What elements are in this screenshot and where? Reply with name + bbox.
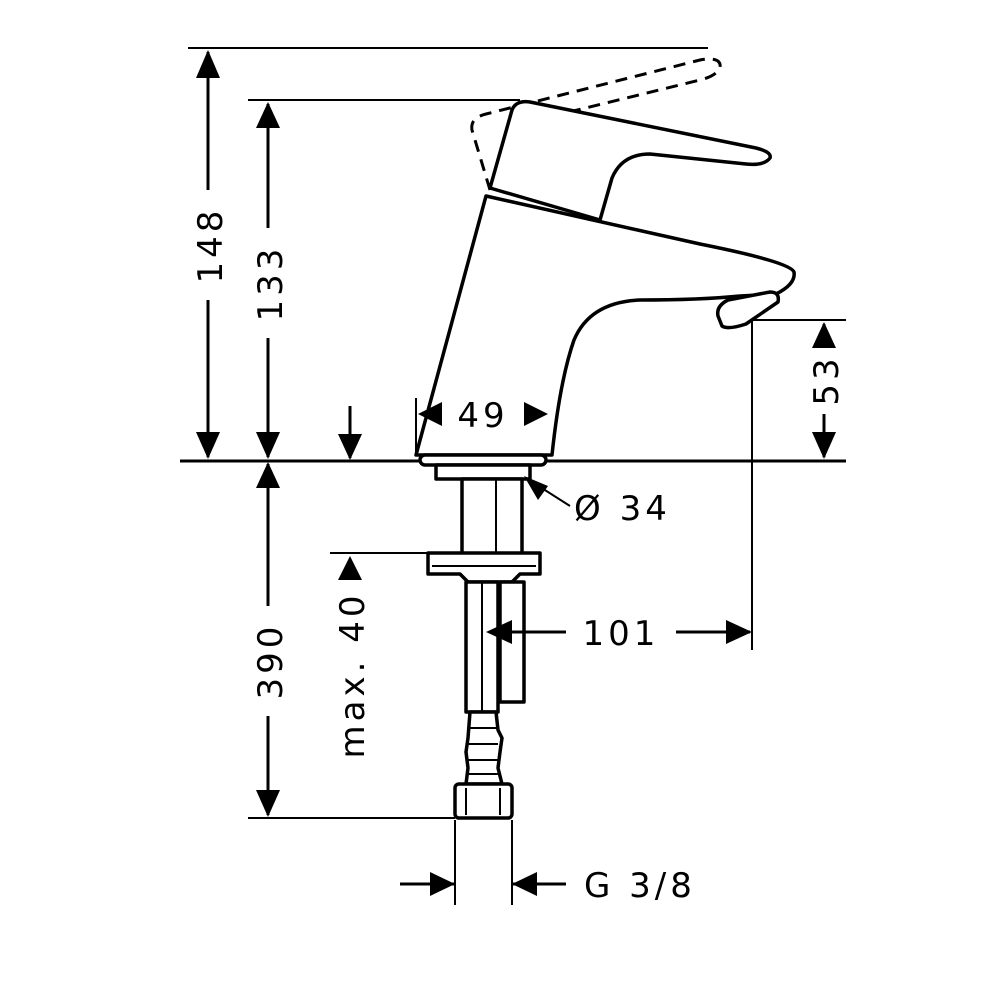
dimension-148: 148	[191, 50, 231, 459]
dim-label-diameter-34: Ø 34	[574, 489, 671, 529]
dimension-390: 390	[251, 462, 291, 817]
dimension-49: 49	[418, 396, 548, 436]
union-nut	[453, 782, 514, 820]
lever	[488, 99, 772, 222]
faucet-main-body	[414, 194, 796, 457]
dim-label-133: 133	[251, 245, 291, 322]
fixing-nut	[426, 551, 542, 584]
base-ring	[434, 463, 532, 481]
dimension-max-40: max. 40	[333, 406, 373, 758]
mounting-assembly	[426, 477, 542, 820]
dim-label-max-40: max. 40	[333, 592, 373, 759]
dimension-g-3-8: G 3/8	[400, 866, 696, 906]
dimension-133: 133	[251, 102, 291, 459]
dimension-101: 101	[486, 614, 752, 654]
lever-open-outline	[470, 57, 722, 191]
faucet-body	[414, 57, 796, 481]
dim-label-148: 148	[191, 207, 231, 284]
dim-label-390: 390	[251, 623, 291, 700]
dim-label-g-3-8: G 3/8	[584, 866, 696, 906]
spout-aerator	[715, 290, 781, 330]
dim-label-101: 101	[583, 614, 660, 654]
threaded-shank	[460, 477, 524, 557]
dim-label-49: 49	[457, 396, 508, 436]
dim-label-53: 53	[807, 354, 847, 405]
dimension-53: 53	[807, 322, 847, 459]
dimension-diameter-34: Ø 34	[524, 476, 671, 529]
